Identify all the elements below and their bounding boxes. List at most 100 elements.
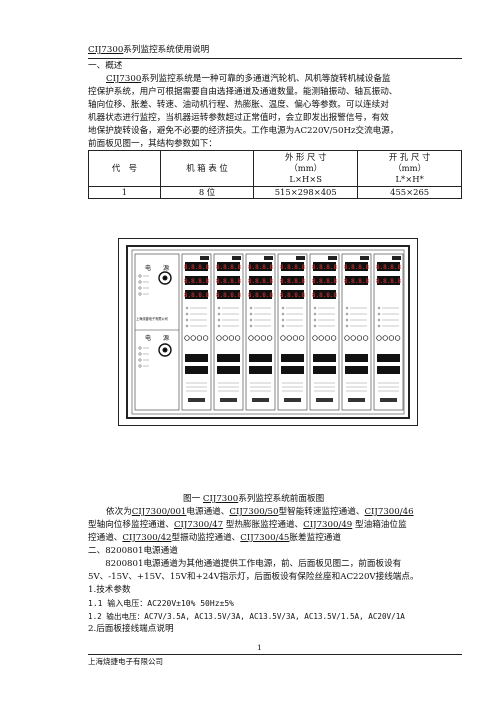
td-cut: 455×265 (357, 186, 462, 199)
led-display (313, 290, 336, 299)
section1-line-4: 地保护旋转设备，避免不必要的经济损失。工作电源为AC220V/50Hz交流电源， (88, 126, 399, 136)
section2-line-1: 8200801电源通道为其他通道提供工作电源，前、后面板见图二，前面板设有 (88, 559, 402, 569)
panel-button-icon (330, 335, 337, 341)
indicator-led-icon (138, 274, 142, 278)
panel-button-icon (292, 335, 299, 341)
page-number: 1 (257, 643, 262, 652)
indicator-led-icon (138, 352, 142, 356)
led-display (313, 262, 336, 271)
svg-text:8.8.8.8: 8.8.8.8 (248, 292, 274, 299)
section2-line-2: 5V、-15V、+15V、15V和+24V指示灯，后面板设有保险丝座和AC220… (88, 572, 419, 582)
footer-rule (88, 654, 462, 655)
panel-button-icon (318, 335, 324, 341)
led-display (377, 262, 400, 271)
svg-text:8.8.8.8: 8.8.8.8 (248, 264, 274, 271)
indicator-led-icon (138, 346, 142, 350)
svg-text:8.8.8.8: 8.8.8.8 (184, 264, 210, 271)
indicator-led-icon (138, 280, 142, 284)
section1-line-3: 机器状态进行监控，当机器运转参数超过正常值时，会立即发出报警信号，有效 (88, 113, 389, 123)
svg-text:8.8.8.8: 8.8.8.8 (280, 264, 306, 271)
panel-button-icon (362, 335, 369, 341)
svg-text:8.8.8.8: 8.8.8.8 (344, 278, 370, 285)
svg-text:8.8.8.8: 8.8.8.8 (184, 278, 210, 285)
panel-button-icon (196, 335, 203, 341)
svg-text:8.8.8.8: 8.8.8.8 (312, 264, 338, 271)
panel-button-icon (324, 335, 331, 341)
led-display (185, 262, 208, 271)
section2-line-3: 1.技术参数 (88, 585, 131, 595)
th-cut-size: 开 孔 尺 寸（mm）L*×H* (357, 150, 462, 187)
svg-text:8.8.8.8: 8.8.8.8 (376, 278, 402, 285)
doc-header-title: CIJ7300系列监控系统使用说明 (88, 44, 209, 57)
led-display (185, 290, 208, 299)
footer-company: 上海烧捷电子有限公司 (88, 657, 163, 666)
section1-line-2: 轴向位移、胀差、转速、油动机行程、热膨胀、温度、偏心等参数。可以连续对 (88, 100, 389, 110)
svg-text:8.8.8.8: 8.8.8.8 (344, 264, 370, 271)
panel-button-icon (216, 335, 222, 341)
svg-text:8.8.8.8: 8.8.8.8 (216, 264, 242, 271)
section1-line-5: 前面板见图一，其结构参数如下： (88, 139, 217, 149)
panel-button-icon (286, 335, 292, 341)
led-display (377, 276, 400, 285)
svg-text:8.8.8.8: 8.8.8.8 (216, 292, 242, 299)
svg-text:8.8.8.8: 8.8.8.8 (312, 278, 338, 285)
led-display (345, 262, 368, 271)
panel-button-icon (202, 335, 209, 341)
table-row: 1 8 位 515×298×405 455×265 (88, 186, 462, 199)
svg-text:8.8.8.8: 8.8.8.8 (280, 278, 306, 285)
header-rule (88, 58, 462, 59)
paragraph-line-3: 控通道、CIJ7300/42型振动监控通道、CIJ7300/45胀差监控通道 (88, 533, 341, 543)
indicator-led-icon (138, 286, 142, 290)
svg-text:8.8.8.8: 8.8.8.8 (248, 278, 274, 285)
company-logo-icon (158, 271, 172, 285)
section2-line-4: 1.1 输入电压：AC220V±10% 50Hz±5% (88, 599, 234, 608)
panel-button-icon (280, 335, 286, 341)
panel-button-icon (312, 335, 318, 341)
section1-code: CIJ7300 (106, 74, 142, 84)
panel-button-icon (234, 335, 241, 341)
front-panel-figure: 8.8.8.8 8.8.8.8 8.8.8.8 8.8.8.8 8.8.8.8 8.8.8… (118, 238, 418, 426)
th-chassis: 机 箱 表 位 (159, 150, 255, 187)
power-label-bottom: 电 源 (145, 335, 170, 342)
panel-button-icon (298, 335, 305, 341)
indicator-led-icon (138, 292, 142, 296)
panel-button-icon (344, 335, 350, 341)
section1-line-1: 控保护系统，用户可根据需要自由选择通道及通道数量。能测轴振动、轴瓦振动、 (88, 87, 398, 97)
front-panel-drawing: 8.8.8.8 8.8.8.8 8.8.8.8 8.8.8.8 8.8.8.8 8.8.8… (118, 238, 418, 426)
led-display (345, 276, 368, 285)
section1-heading: 一、概述 (88, 61, 123, 71)
svg-text:8.8.8.8: 8.8.8.8 (280, 292, 306, 299)
led-display (313, 276, 336, 285)
section1-first-line: CIJ7300系列监控系统是一种可靠的多通道汽轮机、风机等旋转机械设备监 (106, 73, 391, 86)
figure-caption: 图一 CIJ7300系列监控系统前面板图 (183, 494, 325, 504)
panel-button-icon (388, 335, 395, 341)
svg-text:8.8.8.8: 8.8.8.8 (184, 292, 210, 299)
section2-heading: 二、8200801电源通道 (88, 546, 178, 556)
table-header-row: 代 号 机 箱 表 位 外 形 尺 寸（mm）L×H×S 开 孔 尺 寸（mm）… (88, 150, 462, 187)
power-company-label: 上海烧捷电子有限公司 (136, 317, 168, 321)
led-display (249, 276, 272, 285)
panel-button-icon (260, 335, 267, 341)
led-display (217, 276, 240, 285)
panel-button-icon (394, 335, 401, 341)
section1-first-rest: 系列监控系统是一种可靠的多通道汽轮机、风机等旋转机械设备监 (141, 74, 391, 84)
led-display (249, 262, 272, 271)
th-code: 代 号 (88, 150, 161, 187)
th-outer-size: 外 形 尺 寸（mm）L×H×S (253, 150, 359, 187)
company-logo-icon (158, 343, 172, 357)
header-code: CIJ7300 (88, 45, 124, 55)
indicator-led-icon (138, 364, 142, 368)
panel-button-icon (184, 335, 190, 341)
paragraph-line-2: 型轴向位移监控通道、CIJ7300/47 型热膨胀监控通道、CIJ7300/49… (88, 520, 407, 530)
td-chassis: 8 位 (159, 186, 255, 199)
td-code: 1 (88, 186, 161, 199)
section2-line-5: 1.2 输出电压：AC7V/3.5A, AC13.5V/3A, AC13.5V/… (88, 612, 405, 621)
section2-line-6: 2.后面板接线端点说明 (88, 624, 174, 634)
panel-button-icon (266, 335, 273, 341)
svg-text:8.8.8.8: 8.8.8.8 (376, 264, 402, 271)
panel-button-icon (228, 335, 235, 341)
panel-button-icon (254, 335, 260, 341)
panel-button-icon (222, 335, 228, 341)
led-display (217, 290, 240, 299)
led-display (217, 262, 240, 271)
